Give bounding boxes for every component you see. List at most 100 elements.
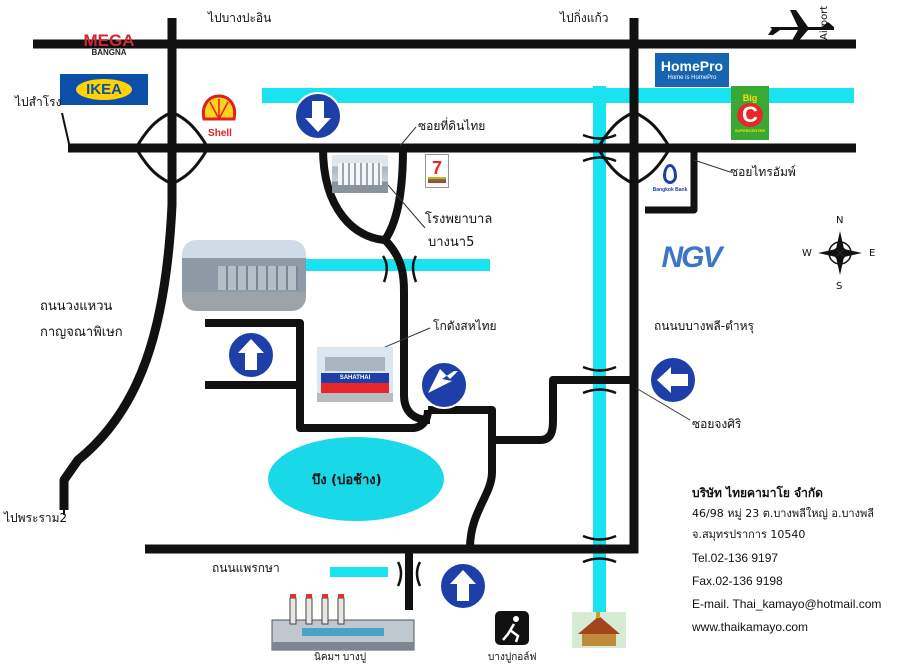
label-to-bang-kaeo: ไปกิ่งแก้ว — [560, 11, 609, 25]
company-website[interactable]: www.thaikamayo.com — [692, 620, 809, 634]
leader-hospital — [387, 184, 426, 229]
bigc-logo-tag: SUPERCENTER — [734, 127, 766, 133]
homepro-logo-tagline: Home is HomePro — [667, 75, 717, 81]
hospital-photo — [332, 155, 388, 193]
label-to-bang-pa-in: ไปบางปะอิน — [208, 11, 272, 25]
factory-icon — [271, 594, 415, 651]
shell-logo-text: Shell — [208, 127, 232, 139]
compass-east-label: E — [869, 248, 876, 259]
arrow-down-icon — [294, 92, 342, 140]
bridge-1 — [582, 133, 617, 163]
warehouse-photo-ground — [317, 393, 393, 402]
mega-bangna-logo: MEGA BANGNA — [70, 30, 148, 58]
label-soi-chong-siri: ซอยจงศิริ — [692, 417, 742, 431]
label-phraeksa-road: ถนนแพรกษา — [212, 561, 280, 575]
compass-south-label: S — [836, 281, 843, 292]
label-airport: Airport — [819, 5, 830, 40]
canal-top — [262, 88, 854, 103]
roads — [33, 18, 856, 610]
arrow-up-icon — [439, 562, 487, 610]
bridge-5 — [396, 561, 422, 587]
direction-signs — [227, 92, 697, 610]
lake-shape — [268, 437, 444, 521]
building-photo-ground — [182, 292, 306, 311]
homepro-logo: HomePro Home is HomePro — [655, 53, 729, 87]
label-warehouse: โกดังสหไทย — [433, 319, 497, 333]
road-soi-chong-siri — [492, 376, 634, 444]
label-ring-road-line1: ถนนวงแหวน — [40, 299, 113, 314]
compass-icon — [818, 231, 862, 275]
seven-eleven-logo-text: 7 — [431, 158, 442, 178]
interchange-west — [134, 110, 210, 186]
mega-logo-subtext: BANGNA — [91, 47, 127, 57]
road-soi-thin-thai — [382, 237, 431, 424]
ngv-logo: NGV — [648, 240, 734, 276]
seven-eleven-stripes — [428, 177, 446, 183]
canal-middle — [300, 259, 490, 271]
leader-soi-chong-siri — [635, 387, 691, 421]
bigc-logo-c: C — [737, 102, 763, 127]
warehouse-photo-roof — [325, 357, 385, 371]
warehouse-photo: SAHATHAI — [317, 347, 393, 402]
arrow-left-icon — [649, 356, 697, 404]
arrow-up-icon — [227, 331, 275, 379]
bigc-logo-big: Big — [742, 92, 758, 103]
label-industrial-estate: นิคมฯ บางปู — [314, 652, 367, 663]
interchange-east — [596, 110, 672, 186]
company-email[interactable]: E-mail. Thai_kamayo@hotmail.com — [692, 597, 882, 611]
compass-west-label: W — [802, 248, 812, 259]
road-samrong-connector — [61, 112, 71, 149]
company-address-1: 46/98 หมู่ 23 ต.บางพลีใหญ่ อ.บางพลี — [692, 507, 874, 520]
bangkok-bank-text: Bangkok Bank — [652, 186, 688, 193]
bangkok-bank-icon — [663, 163, 677, 184]
building-photo — [182, 240, 306, 311]
seven-eleven-logo: 7 — [425, 154, 449, 188]
warehouse-photo-sign: SAHATHAI — [321, 373, 389, 383]
golf-icon — [495, 611, 529, 645]
leader-lines — [377, 126, 731, 421]
bigc-logo: Big C SUPERCENTER — [731, 86, 769, 140]
bridge-4 — [381, 255, 418, 283]
label-soi-thin-thai: ซอยที่ดินไทย — [418, 119, 486, 133]
leader-soi-thin-thai — [399, 126, 417, 147]
shell-logo-icon — [201, 94, 237, 121]
hospital-photo-building — [338, 163, 382, 185]
ikea-logo: IKEA — [60, 74, 148, 105]
warehouse-photo-wall — [321, 383, 389, 393]
road-bangkok-bank-loop — [634, 144, 698, 214]
road-warehouse-left-loop — [205, 319, 432, 432]
label-hospital-line1: โรงพยาบาล — [425, 212, 493, 227]
bangkok-bank-logo: Bangkok Bank — [650, 155, 690, 201]
ikea-logo-oval: IKEA — [76, 79, 132, 100]
ngv-logo-text: NGV — [661, 241, 722, 274]
bridge-2 — [582, 365, 617, 395]
homepro-logo-text: HomePro — [660, 58, 724, 74]
label-ring-road-line2: กาญจณาพิเษก — [40, 325, 123, 340]
bridges — [381, 133, 617, 587]
mega-logo-text: MEGA — [83, 30, 135, 50]
road-hospital-loop-left — [319, 147, 386, 244]
sahathai-logo-text: SAHATHAI — [339, 375, 371, 381]
company-address-2: จ.สมุทรปราการ 10540 — [692, 528, 806, 541]
road-hospital-loop-right — [381, 147, 407, 243]
company-fax: Fax.02-136 9198 — [692, 574, 783, 588]
label-hospital-line2: บางนา5 — [428, 235, 475, 250]
shell-logo-label: Shell — [200, 127, 240, 139]
label-lake: บึง (บ่อช้าง) — [312, 473, 382, 488]
label-bangpu-golf: บางปูกอล์ฟ — [488, 652, 537, 663]
label-to-samrong: ไปสำโรง — [15, 95, 62, 109]
road-soi-lower — [428, 406, 496, 549]
building-photo-wall — [218, 266, 298, 290]
label-to-rama2: ไปพระราม2 — [4, 511, 68, 525]
leader-soi-thai-thaem — [693, 159, 731, 173]
bridge-3 — [582, 534, 617, 564]
canal-vertical — [593, 86, 606, 616]
leader-warehouse — [377, 327, 431, 351]
temple-icon — [572, 612, 626, 648]
airplane-icon — [768, 10, 834, 44]
compass-north-label: N — [836, 215, 844, 226]
canals — [262, 86, 854, 616]
label-bang-phli-road: ถนนบบางพลี-ตำหรุ — [654, 319, 754, 333]
